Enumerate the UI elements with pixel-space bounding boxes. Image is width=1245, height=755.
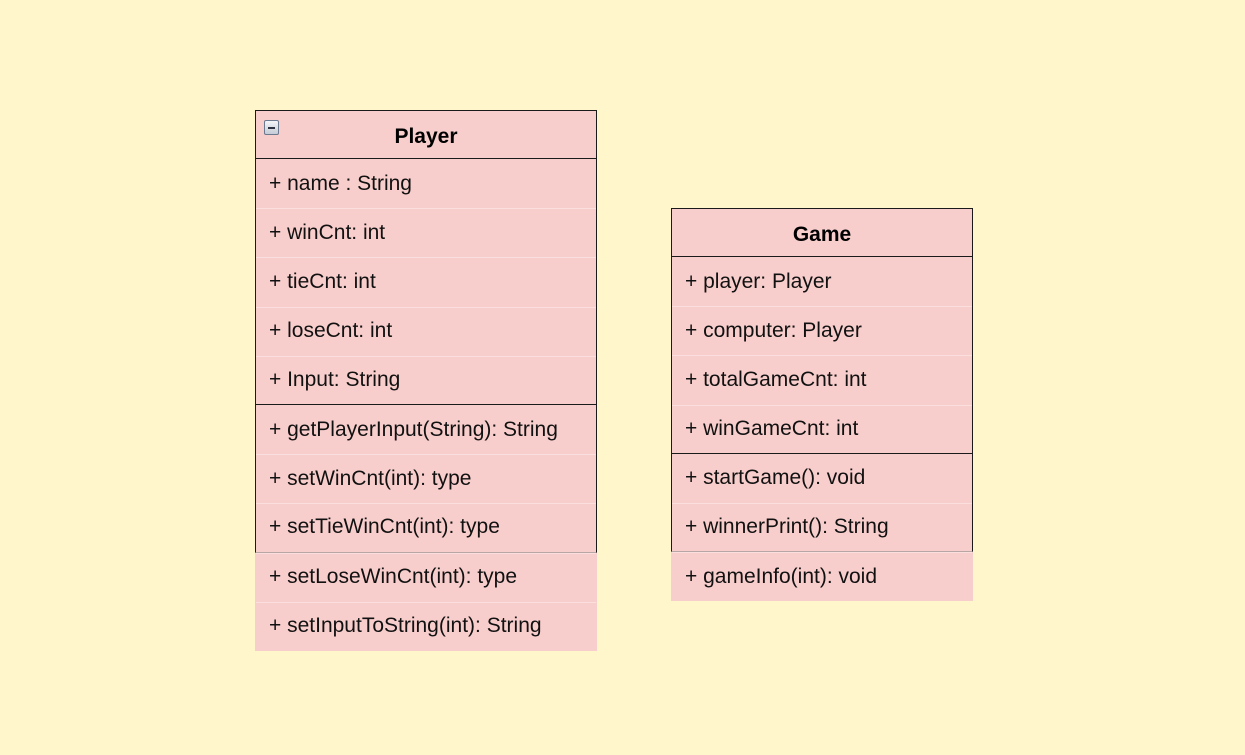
game-class-box[interactable]: Game + player: Player + computer: Player… (671, 208, 973, 602)
game-attribute-row[interactable]: + player: Player (671, 257, 973, 307)
player-class-title: Player (394, 124, 458, 148)
game-class-header[interactable]: Game (671, 208, 973, 257)
player-attribute-row[interactable]: + Input: String (255, 355, 597, 405)
player-method-row[interactable]: + setTieWinCnt(int): type (255, 503, 597, 553)
game-method-row[interactable]: + gameInfo(int): void (671, 552, 973, 602)
player-class-box[interactable]: Player + name : String + winCnt: int + t… (255, 110, 597, 651)
player-method-row[interactable]: + setLoseWinCnt(int): type (255, 552, 597, 602)
game-attribute-row[interactable]: + winGameCnt: int (671, 404, 973, 454)
player-method-row[interactable]: + setInputToString(int): String (255, 601, 597, 651)
player-method-row[interactable]: + getPlayerInput(String): String (255, 404, 597, 455)
player-method-row[interactable]: + setWinCnt(int): type (255, 454, 597, 504)
player-attribute-row[interactable]: + name : String (255, 159, 597, 209)
game-attribute-row[interactable]: + computer: Player (671, 306, 973, 356)
player-attribute-row[interactable]: + tieCnt: int (255, 257, 597, 307)
player-attribute-row[interactable]: + winCnt: int (255, 208, 597, 258)
game-class-title: Game (792, 222, 852, 246)
game-attribute-row[interactable]: + totalGameCnt: int (671, 355, 973, 405)
game-method-row[interactable]: + startGame(): void (671, 453, 973, 503)
player-attribute-row[interactable]: + loseCnt: int (255, 306, 597, 356)
player-section-divider (255, 403, 597, 405)
collapse-minus-icon[interactable] (264, 120, 279, 135)
player-class-header[interactable]: Player (255, 110, 597, 159)
game-section-divider (671, 452, 973, 454)
game-method-row[interactable]: + winnerPrint(): String (671, 502, 973, 553)
